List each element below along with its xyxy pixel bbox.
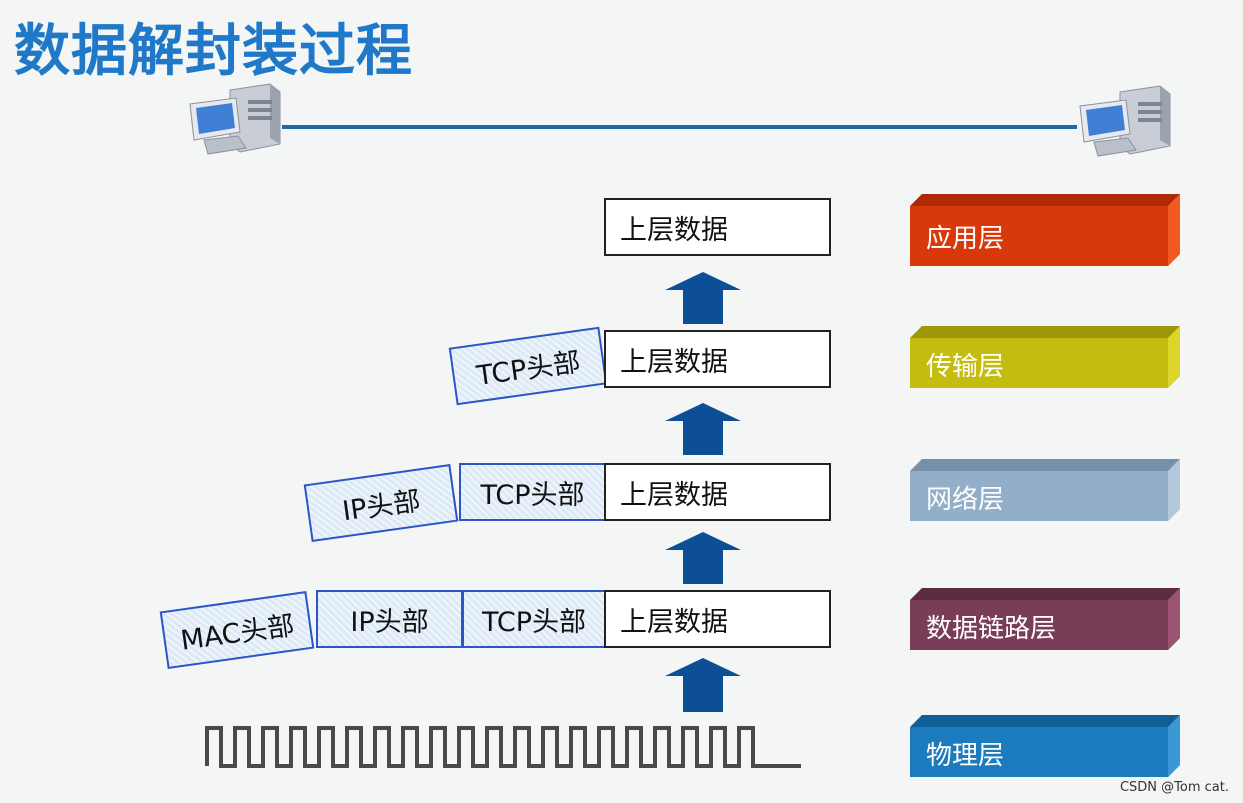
network-link-line	[282, 125, 1077, 129]
up-arrow-icon	[665, 658, 741, 716]
layer-transport: 传输层	[910, 326, 1180, 398]
ip-header-box-network: IP头部	[303, 463, 459, 543]
layer-label: 数据链路层	[926, 614, 1057, 644]
up-arrow-icon	[665, 532, 741, 588]
mac-header-box-datalink: MAC头部	[159, 590, 315, 670]
tcp-header-box-datalink: TCP头部	[462, 590, 606, 648]
up-arrow-icon	[665, 272, 741, 328]
up-arrow-icon	[665, 403, 741, 459]
layer-label: 传输层	[926, 352, 1005, 382]
upper-data-box-datalink: 上层数据	[604, 590, 831, 648]
page-title: 数据解封装过程	[14, 19, 413, 84]
physical-signal-wave	[205, 722, 805, 778]
layer-label: 物理层	[926, 741, 1005, 771]
right-computer-icon	[1078, 84, 1174, 170]
upper-data-box-network: 上层数据	[604, 463, 831, 521]
layer-physical: 物理层	[910, 715, 1180, 787]
layer-datalink: 数据链路层	[910, 588, 1180, 660]
ip-header-box-datalink: IP头部	[316, 590, 463, 648]
watermark-text: CSDN @Tom cat.	[1119, 780, 1229, 795]
layer-application: 应用层	[910, 194, 1180, 266]
tcp-header-box-transport: TCP头部	[448, 326, 608, 406]
layer-label: 应用层	[926, 224, 1005, 254]
upper-data-box-app: 上层数据	[604, 198, 831, 256]
layer-network: 网络层	[910, 459, 1180, 531]
left-computer-icon	[188, 82, 284, 168]
tcp-header-box-network: TCP头部	[459, 463, 606, 521]
layer-label: 网络层	[926, 485, 1005, 515]
upper-data-box-transport: 上层数据	[604, 330, 831, 388]
